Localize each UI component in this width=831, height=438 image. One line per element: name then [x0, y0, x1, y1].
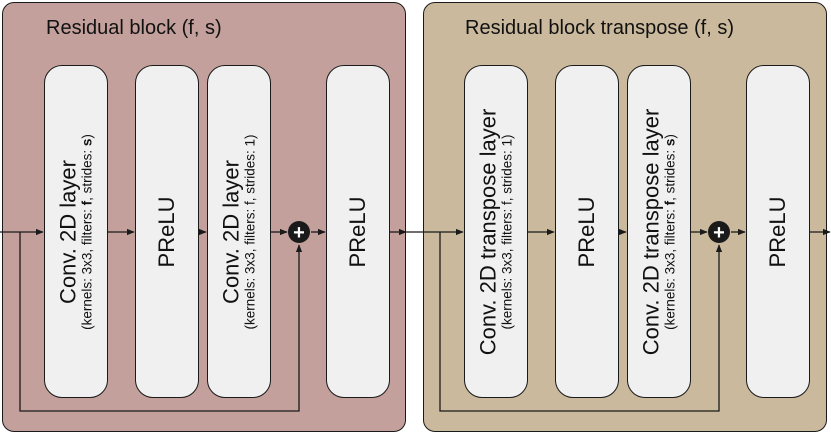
right-skip-connection	[439, 232, 723, 412]
conv2d-transpose-layer-1: Conv. 2D transpose layer (kernels: 3x3, …	[464, 65, 528, 398]
left-add-node: +	[288, 221, 310, 244]
residual-block-title: Residual block (f, s)	[46, 17, 222, 39]
right-add-node: +	[708, 221, 730, 244]
prelu-layer-2: PReLU	[326, 65, 390, 398]
prelu-layer-1: PReLU	[135, 65, 199, 398]
prelu-layer-4: PReLU	[746, 65, 810, 398]
conv2d-transpose-layer-2: Conv. 2D transpose layer (kernels: 3x3, …	[627, 65, 691, 398]
left-skip-connection	[19, 232, 303, 412]
residual-block-transpose-title: Residual block transpose (f, s)	[465, 17, 735, 39]
prelu-layer-3: PReLU	[555, 65, 619, 398]
right-add-symbol: +	[713, 222, 725, 244]
left-add-symbol: +	[293, 222, 305, 244]
conv2d-layer-2: Conv. 2D layer (kernels: 3x3, filters: f…	[207, 65, 271, 398]
conv2d-layer-1: Conv. 2D layer (kernels: 3x3, filters: f…	[44, 65, 108, 398]
